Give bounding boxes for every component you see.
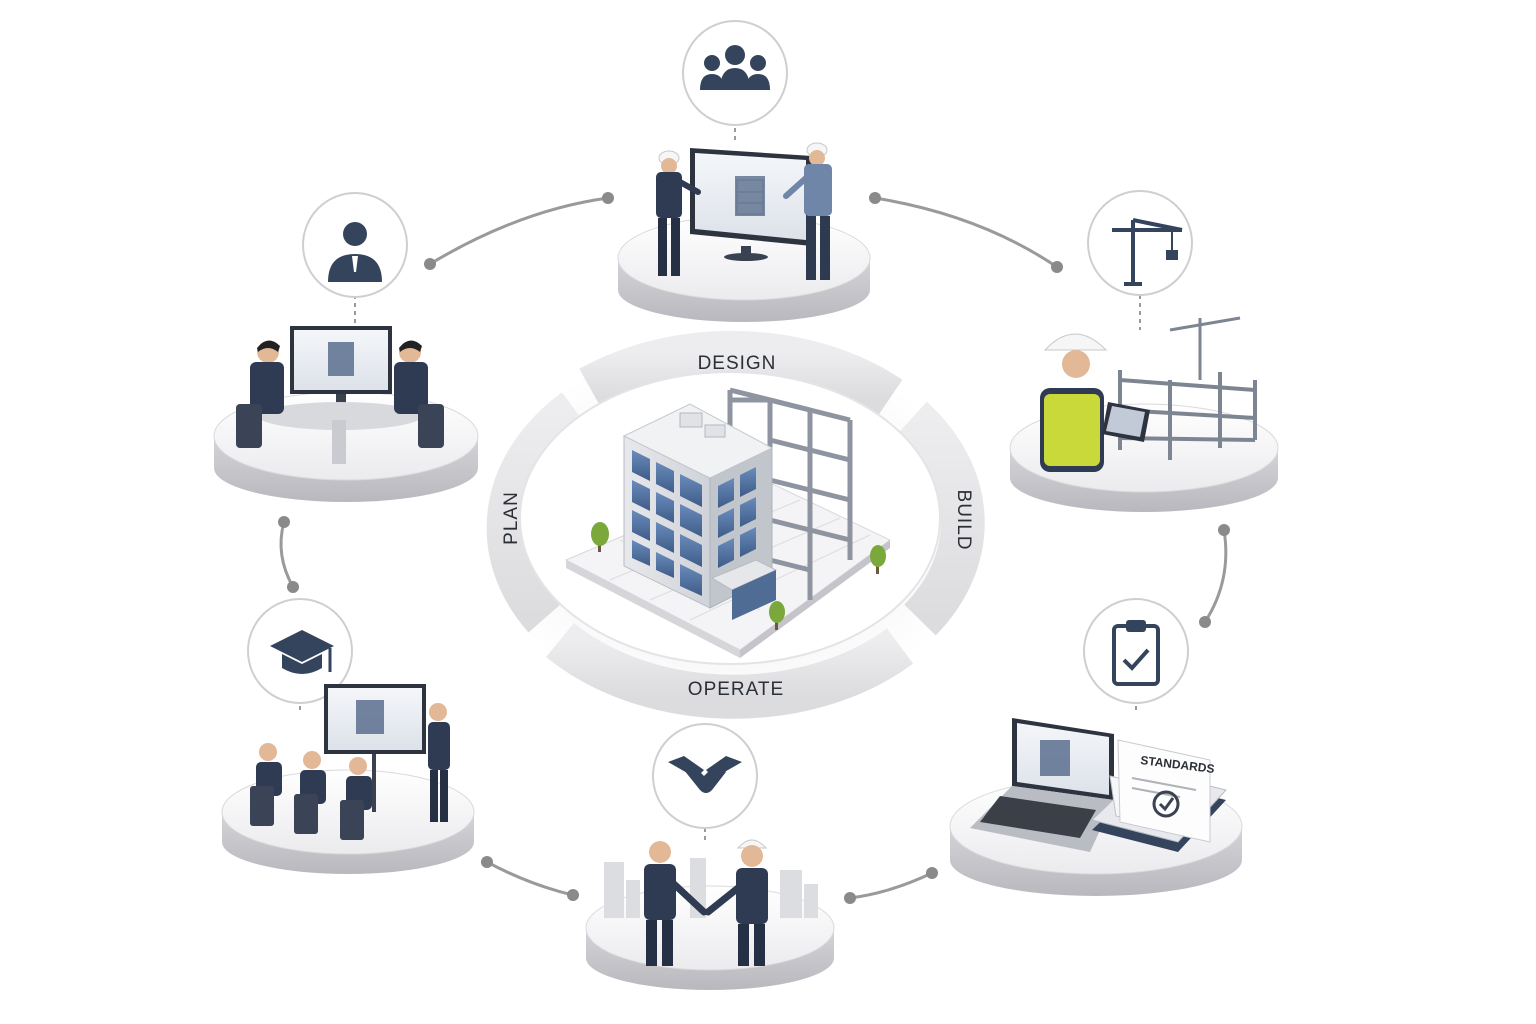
building-windows (632, 450, 756, 596)
icon-badge (1083, 598, 1189, 704)
trainer (428, 703, 450, 822)
design-label: DESIGN (698, 353, 777, 374)
plan-label: PLAN (501, 491, 522, 545)
trees (591, 522, 886, 630)
planner-left (236, 340, 284, 448)
node-planning[interactable] (213, 192, 479, 502)
large-monitor (690, 148, 812, 261)
crane-icon (1112, 218, 1183, 286)
laptop (970, 718, 1114, 852)
node-collaboration[interactable] (617, 20, 871, 322)
operate-label: OPERATE (688, 679, 784, 700)
ring-segment-build[interactable] (896, 401, 985, 636)
presentation-screen (324, 684, 426, 812)
icon-badge (1087, 190, 1193, 296)
ring-segment-design[interactable] (579, 330, 903, 417)
connector-collaboration-construction (873, 196, 1059, 269)
trainees (250, 743, 372, 840)
businessman-right (704, 839, 768, 966)
connector-construction-standards (1203, 528, 1228, 624)
standards-books: STANDARDS (1091, 739, 1227, 852)
node-partnership[interactable] (585, 723, 835, 990)
connector-standards-partnership (848, 871, 934, 900)
businessman-left (644, 841, 708, 966)
planner-right (394, 340, 444, 448)
engineer-left (656, 150, 701, 276)
node-construction[interactable] (1009, 190, 1279, 512)
site-engineer (1040, 333, 1150, 472)
handshake-icon (668, 756, 742, 793)
central-building (564, 387, 891, 658)
ring-segment-operate[interactable] (546, 622, 914, 719)
building-roof (622, 403, 774, 479)
connector-partnership-training (485, 860, 575, 897)
graduation-cap-icon (270, 630, 334, 674)
desk-monitor (290, 326, 392, 404)
connector-dots (278, 192, 1230, 904)
connector-training-planning (279, 520, 295, 589)
build-label: BUILD (953, 490, 974, 551)
engineer-right (783, 142, 832, 280)
city-skyline (604, 858, 818, 918)
ring-segment-plan[interactable] (486, 392, 589, 633)
team-icon (700, 45, 770, 90)
node-training[interactable] (221, 598, 475, 874)
connector-lines (279, 196, 1228, 900)
node-standards[interactable]: STANDARDS (949, 598, 1243, 896)
clipboard-check-icon (1112, 620, 1160, 686)
person-icon (328, 222, 382, 282)
connector-planning-collaboration (428, 196, 610, 266)
